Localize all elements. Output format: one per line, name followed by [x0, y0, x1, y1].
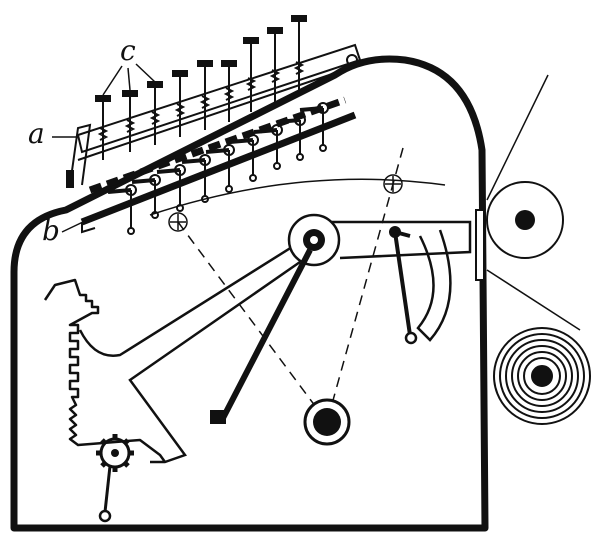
leaders-c — [102, 63, 156, 96]
label-c: c — [120, 34, 136, 67]
lower-wheel — [303, 398, 351, 446]
keys — [95, 15, 307, 160]
paper-guide — [475, 74, 581, 331]
pawl-lever — [389, 226, 418, 345]
lever — [229, 134, 259, 182]
reference-points — [168, 174, 403, 232]
leader-b — [61, 209, 109, 233]
rack-teeth — [43, 278, 167, 464]
pinion-gear — [96, 434, 134, 523]
lever — [181, 154, 211, 203]
construction-lines — [149, 147, 446, 423]
lever — [156, 164, 186, 212]
lever — [276, 114, 306, 161]
lever — [253, 124, 283, 170]
label-b: b — [42, 214, 60, 247]
lever — [299, 102, 329, 152]
sector-arm — [78, 220, 472, 464]
lever — [107, 184, 137, 235]
paper-roller — [486, 181, 564, 259]
key — [291, 15, 307, 96]
label-a: a — [28, 117, 45, 150]
casing-outline — [10, 55, 489, 532]
key-levers — [80, 102, 357, 235]
key — [267, 27, 283, 104]
key — [243, 37, 259, 112]
handle-lever — [210, 248, 313, 424]
pivot-wheel — [287, 213, 341, 267]
paper-roll — [493, 327, 591, 425]
lever — [205, 144, 235, 193]
